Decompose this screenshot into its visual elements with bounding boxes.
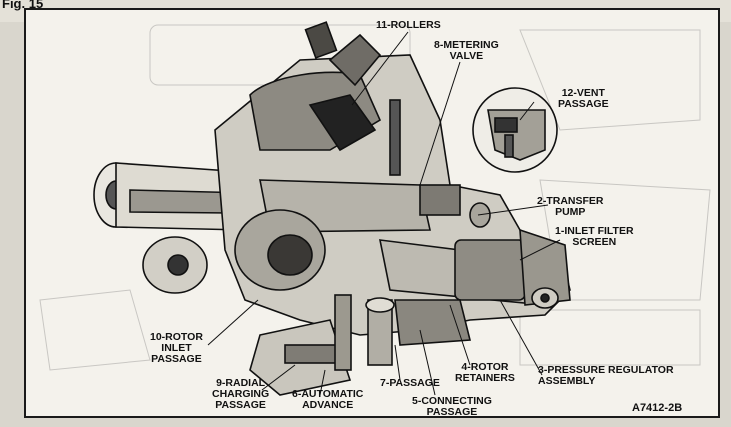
vent-passage-inset xyxy=(472,87,558,173)
advance-mechanism xyxy=(249,294,472,396)
callout-11-rollers: 11-ROLLERS xyxy=(376,19,441,31)
callout-6-automatic-advance: 6-AUTOMATIC ADVANCE xyxy=(292,388,364,411)
callout-10-rotor-inlet-passage: 10-ROTOR INLET PASSAGE xyxy=(150,331,203,365)
callout-5-connecting-passage: 5-CONNECTING PASSAGE xyxy=(412,395,492,418)
callout-8-metering-valve: 8-METERING VALVE xyxy=(434,39,499,62)
callout-3-pressure-regulator-assembly: 3-PRESSURE REGULATOR ASSEMBLY xyxy=(538,364,674,387)
background-engine-parts xyxy=(39,24,711,371)
callout-leader-lines xyxy=(207,31,561,396)
pump-body xyxy=(214,21,571,336)
callout-4-rotor-retainers: 4-ROTOR RETAINERS xyxy=(455,361,515,384)
callout-1-inlet-filter-screen: 1-INLET FILTER SCREEN xyxy=(555,225,634,248)
figure-label: Fig. 15 xyxy=(2,0,44,11)
callout-7-passage: 7-PASSAGE xyxy=(380,377,440,389)
figure-code: A7412-2B xyxy=(632,402,683,414)
pressure-regulator-end xyxy=(469,202,571,309)
callout-12-vent-passage: 12-VENT PASSAGE xyxy=(558,87,609,110)
callout-9-radial-charging-passage: 9-RADIAL CHARGING PASSAGE xyxy=(212,377,270,411)
callout-2-transfer-pump: 2-TRANSFER PUMP xyxy=(537,195,604,218)
